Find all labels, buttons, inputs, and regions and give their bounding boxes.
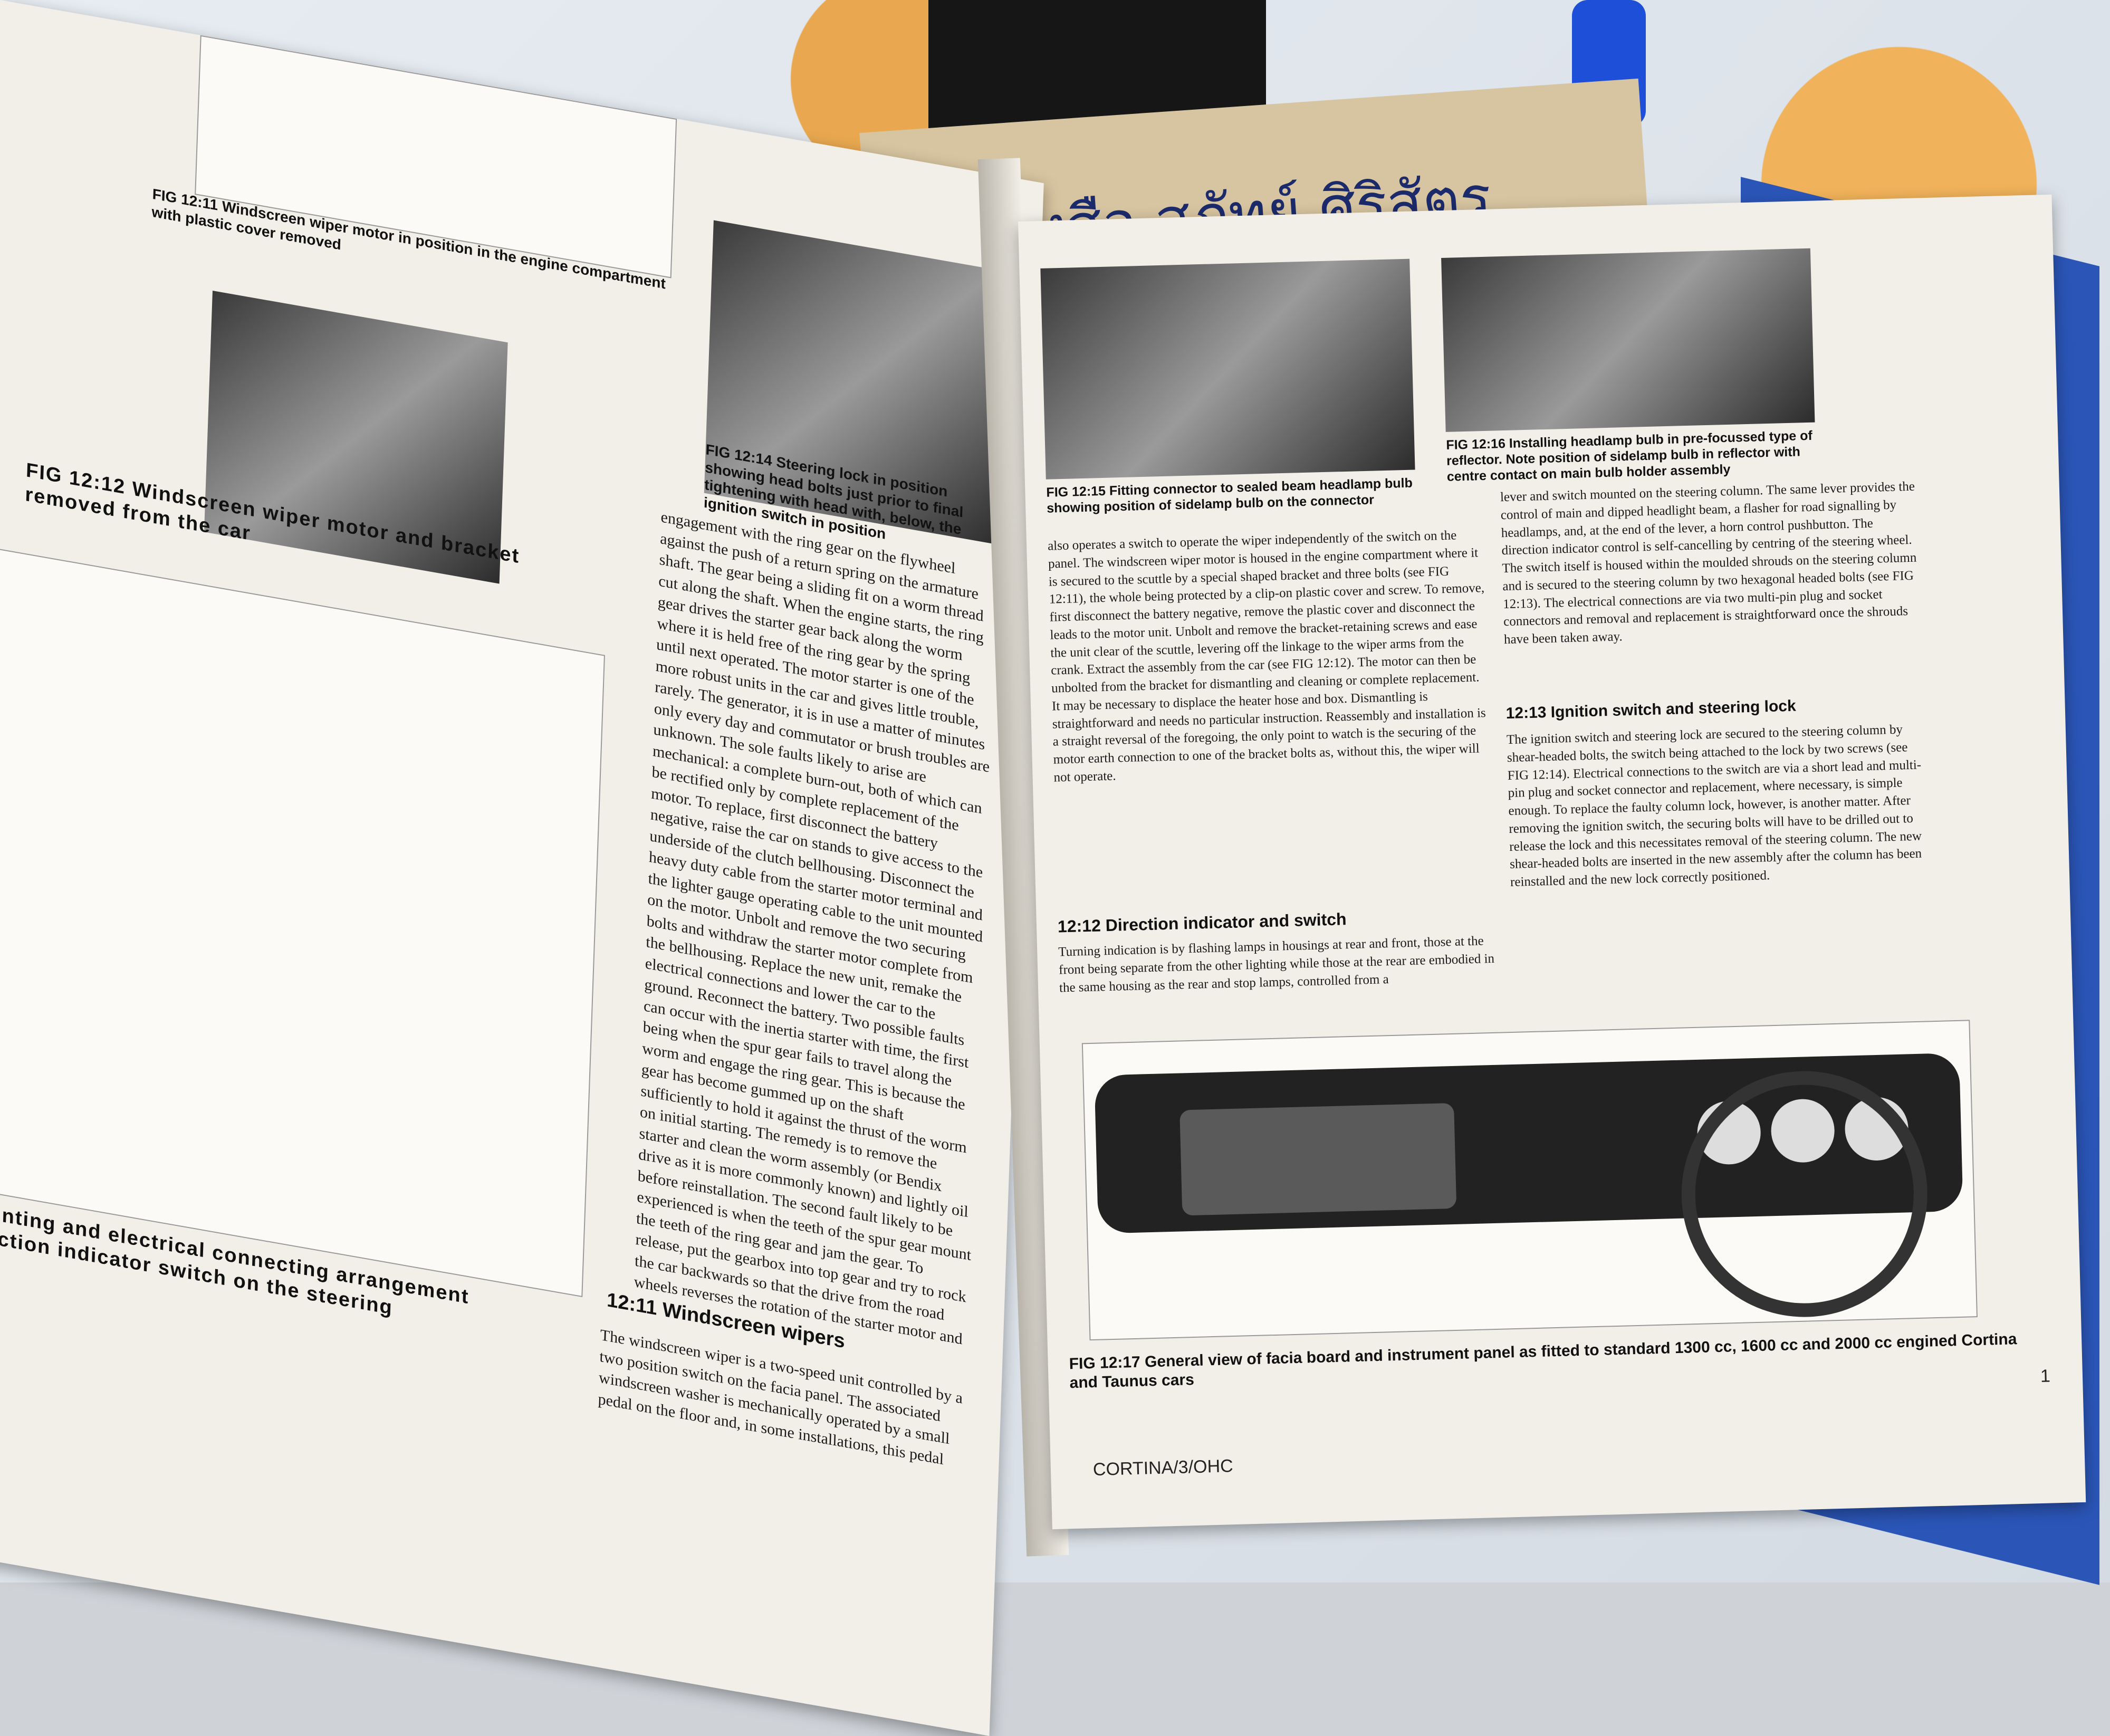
gauge-center [1771, 1099, 1835, 1163]
fig-12-16-caption: FIG 12:16 Installing headlamp bulb in pr… [1446, 428, 1813, 484]
left-page: FIG 12:11 Windscreen wiper motor in posi… [0, 0, 1044, 1736]
steering-wheel [1681, 1071, 1927, 1317]
page-footer: CORTINA/3/OHC [1092, 1456, 1234, 1480]
section-12-12-text: Turning indication is by flashing lamps … [1058, 934, 1495, 995]
right-page: FIG 12:15 Fitting connector to sealed be… [1018, 194, 2086, 1530]
facia-illustration [1095, 1053, 1963, 1317]
fig-12-13-drawing [0, 545, 605, 1298]
direction-switch-text: lever and switch mounted on the steering… [1500, 479, 1917, 647]
fig-12-16-photo [1441, 248, 1815, 432]
page-number: 1 [2040, 1366, 2051, 1387]
fig-12-17-drawing [1081, 1020, 1978, 1341]
fig-12-17-caption: FIG 12:17 General view of facia board an… [1069, 1330, 2017, 1392]
section-12-13-text: The ignition switch and steering lock ar… [1506, 722, 1922, 889]
glovebox [1179, 1103, 1456, 1215]
fig-12-15-caption: FIG 12:15 Fitting connector to sealed be… [1046, 475, 1413, 516]
fig-12-15-photo [1040, 258, 1415, 479]
starter-motor-text: engagement with the ring gear on the fly… [634, 508, 990, 1353]
wiper-text: also operates a switch to operate the wi… [1047, 528, 1486, 785]
